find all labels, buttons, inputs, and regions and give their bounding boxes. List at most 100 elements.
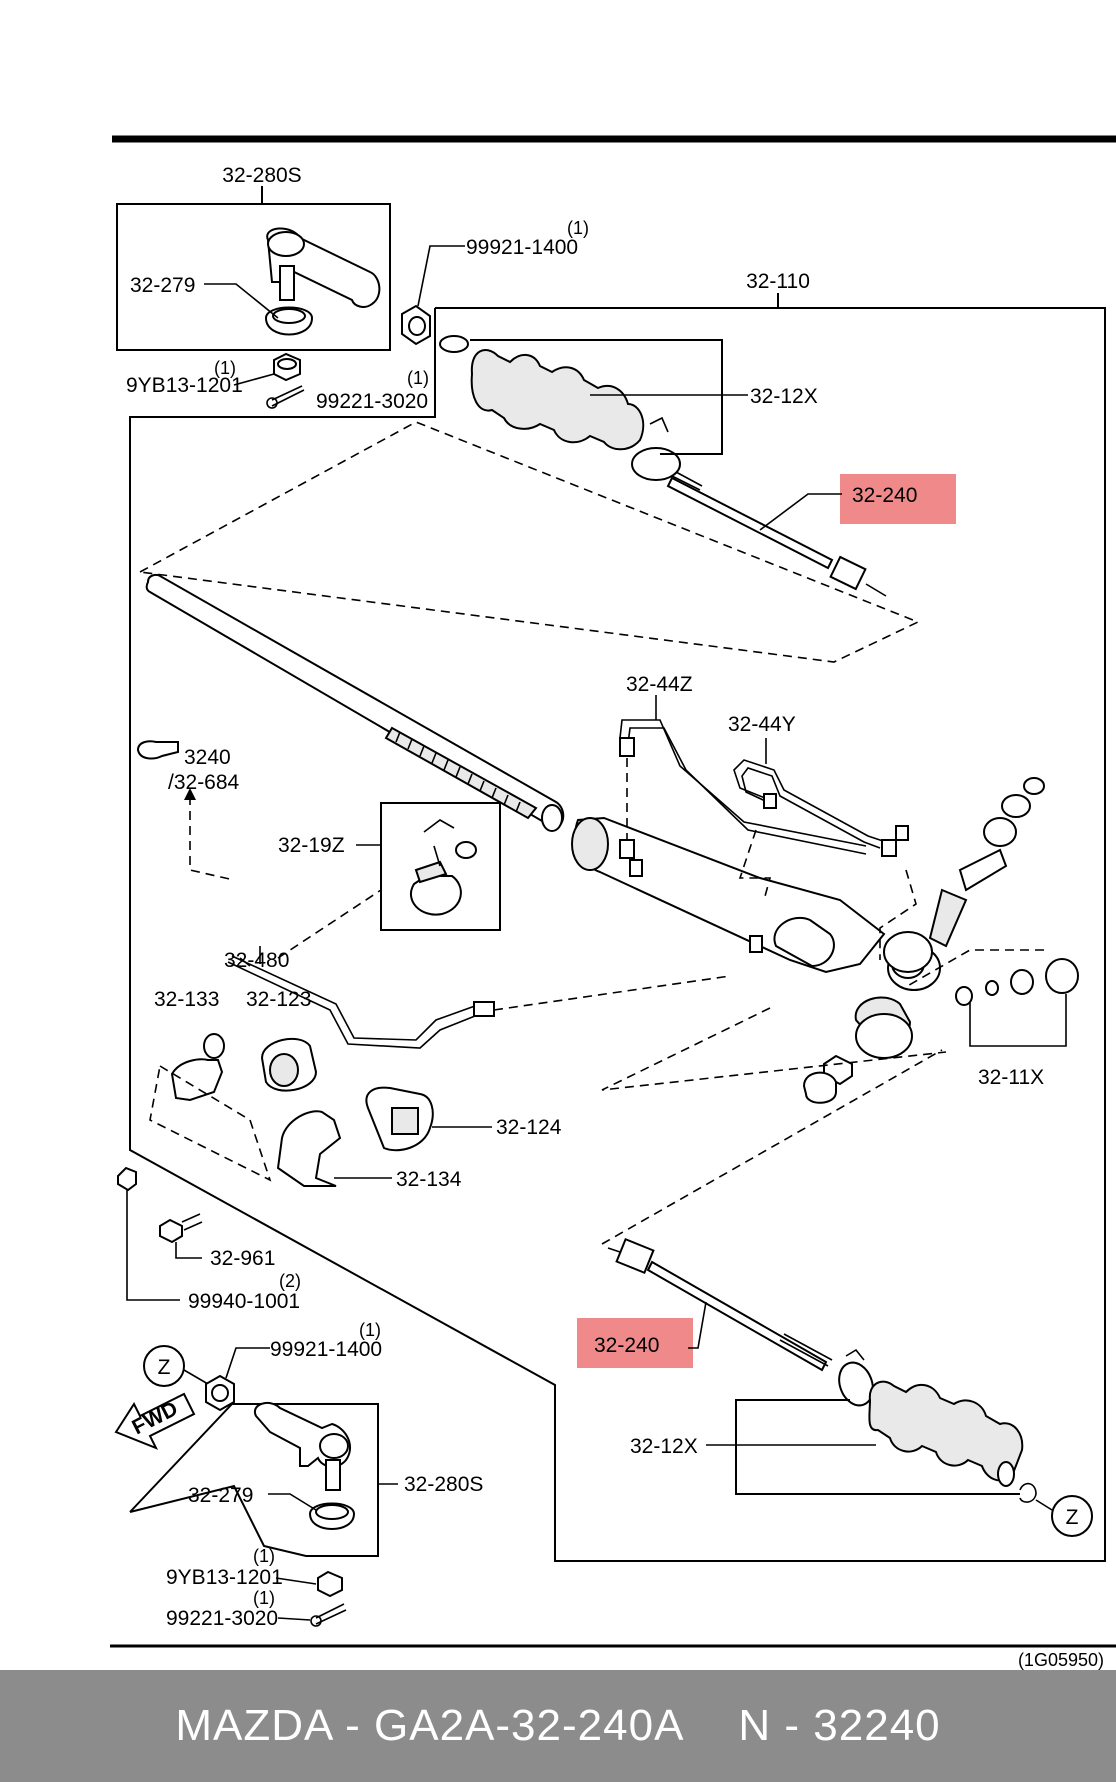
label-nut-bottom: 99921-1400 [270, 1338, 382, 1361]
label-bracket-133: 32-133 [154, 988, 219, 1011]
leader-279-top [204, 283, 279, 319]
svg-text:Z: Z [158, 1356, 171, 1379]
part-caption-bar: MAZDA - GA2A-32-240A N - 32240 [0, 1670, 1116, 1782]
tube-32-480 [227, 955, 495, 1049]
label-ref-sub: /32-684 [168, 771, 240, 794]
label-gear-assembly: 32-110 [746, 270, 810, 293]
label-tube: 32-480 [224, 949, 289, 972]
z-link-left [183, 1369, 209, 1385]
label-279-bottom: 32-279 [188, 1484, 253, 1507]
leader-279-bottom [268, 1493, 317, 1511]
label-castle-bottom: 9YB13-1201 [166, 1566, 283, 1589]
dashed-clamp-link [277, 889, 382, 959]
castle-nut-top [273, 352, 301, 382]
reference-arrowhead [184, 788, 196, 800]
boot-kit-top-bracket [470, 339, 723, 455]
tie-rod-end-kit-top-box [116, 203, 391, 351]
bolt-99940 [117, 1166, 137, 1192]
part-number: MAZDA - GA2A-32-240A [175, 1701, 685, 1750]
mount-124 [365, 1086, 434, 1152]
reference-hand-icon [136, 740, 179, 760]
boot-top [439, 335, 681, 481]
leader-cotter-bottom [277, 1617, 311, 1621]
label-279-top: 32-279 [130, 274, 195, 297]
dashed-bracket-region [149, 1065, 272, 1182]
pipe-44y [733, 759, 909, 857]
inner-tie-rod-top [666, 471, 887, 597]
label-castle-top: 9YB13-1201 [126, 374, 243, 397]
label-pipe-44z: 32-44Z [626, 673, 693, 696]
dashed-pinion-link [879, 869, 917, 960]
steering-gear-exploded-diagram: Z Z FWD 32-280S 32-279 (1) 99921-1400 32… [110, 135, 1116, 1670]
clamp-kit-parts [409, 819, 477, 916]
nut-top [401, 304, 431, 346]
label-cotter-top-qty: (1) [407, 368, 429, 388]
svg-text:Z: Z [1066, 1506, 1079, 1529]
pinion-components [802, 777, 1079, 1104]
label-nut-top-qty: (1) [567, 218, 589, 238]
diagram-ref-code: (1G05950) [1018, 1650, 1104, 1670]
label-bracket-134: 32-134 [396, 1168, 462, 1191]
gear-housing [571, 816, 941, 1059]
castle-nut-bottom [317, 1570, 343, 1598]
leader-castle-bottom [275, 1577, 317, 1585]
label-cotter-bottom: 99221-3020 [166, 1607, 278, 1630]
z-link [1035, 1499, 1053, 1511]
cotter-pin-bottom [310, 1603, 347, 1627]
dashed-tube-link [493, 975, 731, 1011]
leader-nut-bottom [225, 1347, 270, 1379]
leader-961 [175, 1242, 202, 1259]
label-castle-top-qty: (1) [214, 358, 236, 378]
label-bushing-123: 32-123 [246, 988, 311, 1011]
tie-rod-end-bottom [253, 1401, 356, 1530]
gear-assembly-outline [129, 307, 1106, 1562]
seal-kit-bracket [969, 994, 1067, 1047]
rack-bar [145, 573, 565, 832]
label-bolt-99940: 99940-1001 [188, 1290, 300, 1313]
cotter-pin-top [266, 385, 305, 409]
pipe-44z [619, 719, 867, 859]
fwd-arrow-icon: FWD [114, 1392, 196, 1450]
tie-rod-end-kit-bottom-box [129, 1403, 379, 1557]
label-castle-bottom-qty: (1) [253, 1546, 275, 1566]
catalog-number: N - 32240 [738, 1701, 941, 1750]
label-280s-top: 32-280S [222, 164, 301, 187]
leader-99940 [126, 1190, 180, 1301]
clamp-kit-box [380, 802, 501, 931]
nut-bottom [205, 1374, 235, 1412]
bracket-134 [276, 1110, 342, 1187]
tie-rod-end-top [264, 227, 381, 336]
dashed-region-top [139, 421, 920, 663]
bracket-133 [170, 1033, 225, 1102]
highlight-tie-rod-bottom [577, 1318, 693, 1368]
view-z-bottom-left: Z [143, 1345, 185, 1387]
label-tie-rod-top: 32-240 [852, 484, 917, 507]
label-boot-kit-bottom: 32-12X [630, 1435, 698, 1458]
label-cotter-bottom-qty: (1) [253, 1588, 275, 1608]
label-ref-main: 3240 [184, 746, 231, 769]
leader-nut-top [417, 245, 465, 307]
boot-bottom [838, 1348, 1037, 1503]
label-boot-kit-top: 32-12X [750, 385, 818, 408]
inner-tie-rod-bottom [607, 1237, 833, 1372]
dashed-pipe-link [738, 829, 772, 901]
leader-castle-top [233, 373, 275, 386]
dashed-region-housing [601, 1007, 947, 1091]
label-pipe-44y: 32-44Y [728, 713, 796, 736]
boot-kit-bottom-bracket [735, 1399, 1020, 1495]
label-bolt-99940-qty: (2) [279, 1271, 301, 1291]
bushing-123 [260, 1037, 318, 1092]
label-nut-bottom-qty: (1) [359, 1320, 381, 1340]
dashed-region-bottom [601, 1049, 943, 1245]
dashed-seal-link [903, 949, 1044, 989]
reference-dashed-arrow [189, 796, 235, 881]
label-clamp-kit: 32-19Z [278, 834, 345, 857]
leader-tie-rod-bottom [688, 1301, 707, 1349]
bolt-961 [159, 1213, 203, 1244]
view-z-bottom-right: Z [1051, 1495, 1093, 1537]
highlight-tie-rod-top [840, 474, 956, 524]
label-seal-kit: 32-11X [978, 1066, 1044, 1089]
leader-tie-rod-top [759, 493, 842, 531]
label-cotter-top: 99221-3020 [316, 390, 428, 413]
label-bolt-961: 32-961 [210, 1247, 275, 1270]
